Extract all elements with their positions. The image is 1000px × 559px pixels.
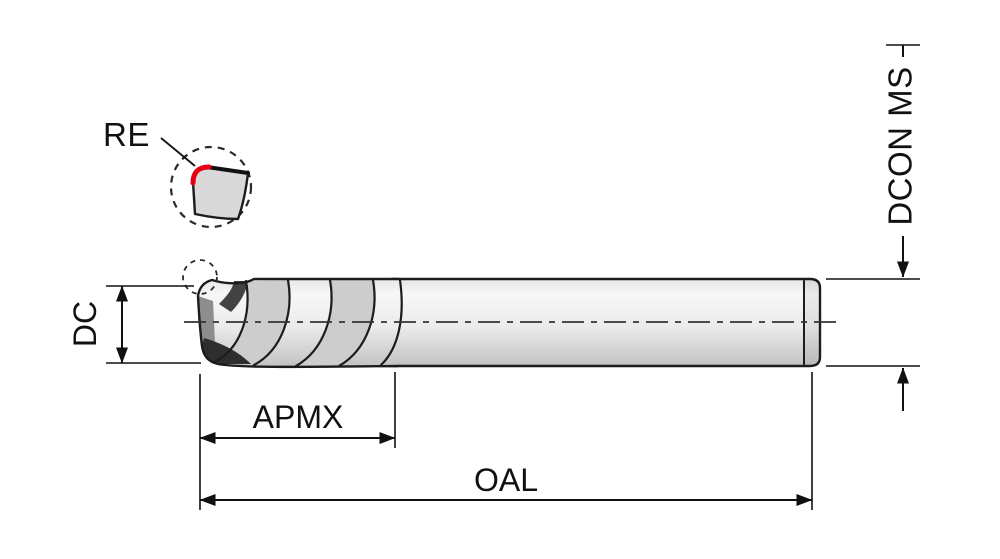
apmx-label: APMX xyxy=(253,399,344,435)
flute-edges xyxy=(212,278,403,368)
detail-corner-shape xyxy=(191,165,250,221)
tool-flutes-outline xyxy=(196,277,400,369)
dc-label: DC xyxy=(67,301,103,347)
flute-shade-band-2 xyxy=(296,280,375,366)
dc-dimension: DC xyxy=(67,285,201,364)
tip-gash-dark xyxy=(219,281,248,312)
dcon-dimension: DCON MS xyxy=(826,44,920,411)
flute-shade-band-1 xyxy=(214,280,290,365)
tip-face-shading xyxy=(198,296,215,346)
re-label: RE xyxy=(103,116,150,153)
tool-drawing xyxy=(196,277,822,369)
re-leader-line xyxy=(160,137,196,167)
apmx-dimension: APMX xyxy=(199,372,396,510)
corner-radius-highlight xyxy=(190,164,212,186)
oal-label: OAL xyxy=(474,462,538,498)
tip-reference-circle xyxy=(182,259,218,295)
dcon-ms-label: DCON MS xyxy=(882,66,919,225)
oal-dimension: OAL xyxy=(199,372,813,510)
detail-circle xyxy=(169,145,253,229)
tip-bottom-dark-wedge xyxy=(202,338,251,364)
shank-end-band xyxy=(804,280,819,365)
detail-top-edge xyxy=(205,165,250,175)
re-detail-view: RE xyxy=(103,116,253,229)
